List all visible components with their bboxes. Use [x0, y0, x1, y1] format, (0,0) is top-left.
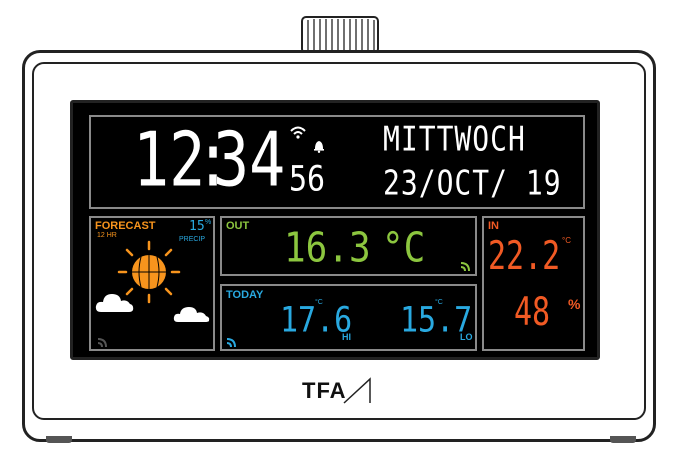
outdoor-temperature: 16.3	[284, 224, 371, 272]
left-foot	[46, 436, 72, 443]
adjust-knob[interactable]	[290, 13, 390, 53]
today-hi-value: 17.6	[280, 300, 353, 341]
wifi-icon	[290, 126, 306, 139]
indoor-temp-unit: °C	[562, 236, 571, 245]
today-label: TODAY	[226, 289, 264, 301]
bell-icon	[314, 141, 324, 153]
logo-text: TFA	[302, 378, 347, 403]
signal-icon	[460, 262, 470, 272]
cloud-icon	[95, 294, 134, 312]
forecast-title: FORECAST	[95, 220, 156, 232]
precip-label: PRECIP	[179, 236, 206, 243]
date-line: 23/OCT/ 19	[383, 163, 562, 203]
sun-icon	[117, 240, 181, 304]
clock-seconds: 56	[289, 159, 326, 200]
today-lo-unit: °C	[435, 299, 443, 306]
signal-icon	[226, 338, 236, 348]
today-lo-value: 15.7	[400, 300, 473, 341]
cloud-icon	[173, 307, 210, 322]
precip-unit: %	[205, 219, 212, 226]
weekday: MITTWOCH	[383, 119, 526, 159]
outdoor-panel: OUT 16.3 °C	[220, 216, 477, 276]
forecast-subtitle: 12 HR	[97, 232, 117, 239]
indoor-label: IN	[488, 220, 499, 232]
today-hi-label: HI	[342, 332, 351, 342]
indoor-panel: IN 22.2 °C 48 %	[482, 216, 585, 351]
indoor-temperature: 22.2	[488, 234, 561, 280]
outdoor-label: OUT	[226, 220, 250, 232]
indoor-humidity-unit: %	[568, 296, 581, 312]
right-foot	[610, 436, 636, 443]
today-hi-unit: °C	[315, 299, 323, 306]
today-panel: TODAY 17.6 °C HI 15.7 °C LO	[220, 284, 477, 351]
signal-icon	[97, 338, 107, 348]
lcd-screen: 12 : 34 56 MITTWOCH 23/OCT/ 19 FORECAST …	[70, 100, 600, 360]
clock-date-panel: 12 : 34 56 MITTWOCH 23/OCT/ 19	[89, 115, 585, 209]
precip-value: 15	[189, 219, 205, 234]
forecast-panel: FORECAST 12 HR 15 % PRECIP	[89, 216, 215, 351]
device-frame	[32, 62, 646, 420]
clock-hours: 12	[133, 116, 206, 205]
outdoor-unit: °C	[382, 224, 426, 272]
indoor-humidity: 48	[514, 290, 551, 336]
clock-separator: :	[195, 116, 232, 205]
tfa-logo: TFA	[300, 375, 380, 407]
logo-mark-icon	[343, 377, 371, 404]
clock-minutes: 34	[213, 116, 286, 205]
today-lo-label: LO	[460, 332, 473, 342]
